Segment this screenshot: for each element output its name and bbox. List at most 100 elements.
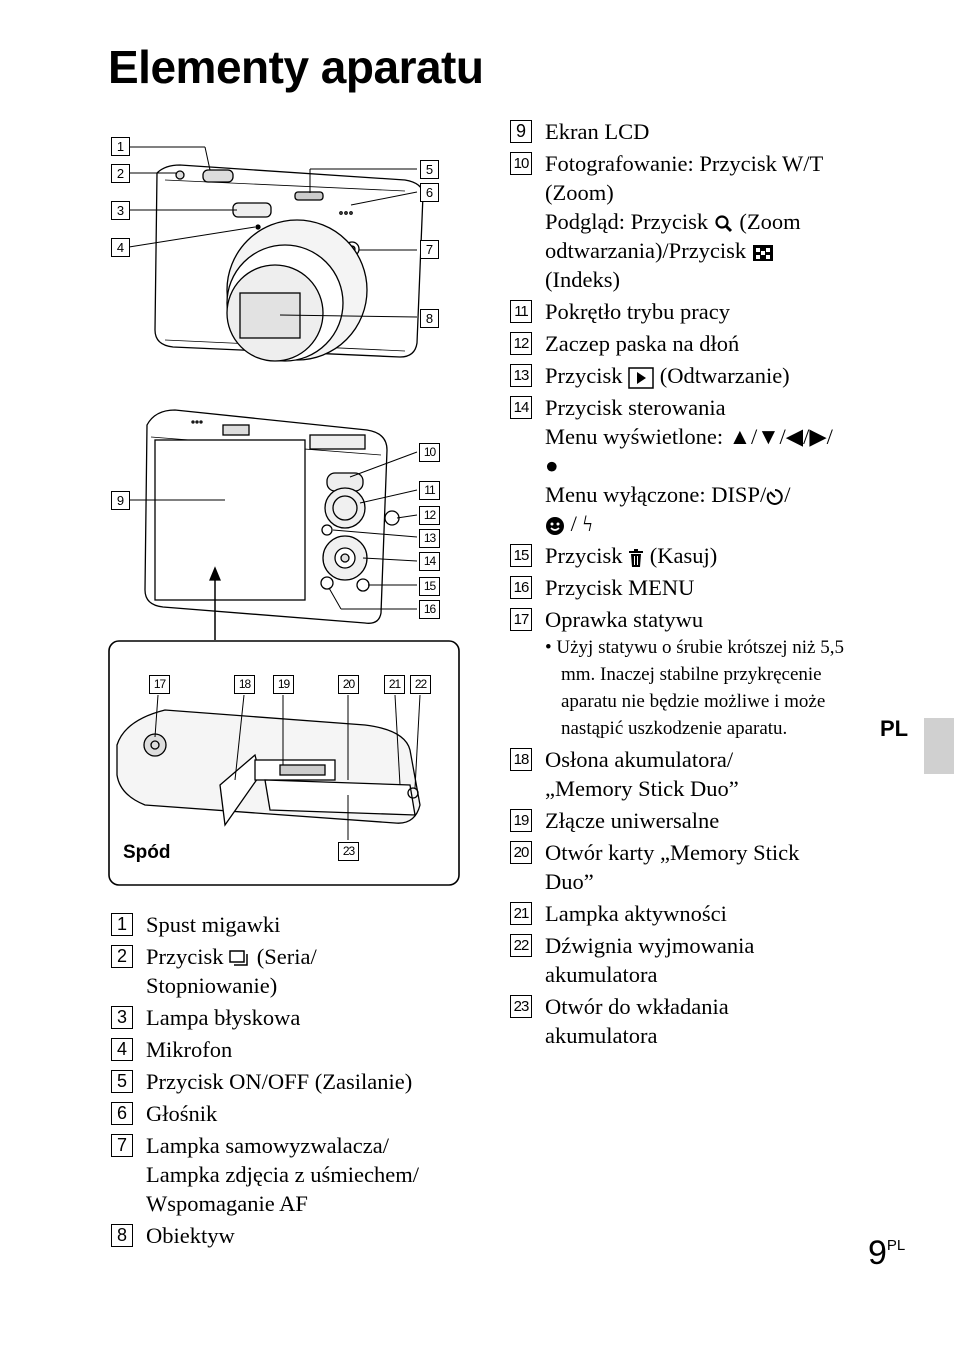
item-text: Menu wyświetlone: ▲/▼/◀/▶/ xyxy=(545,424,833,449)
item-text: akumulatora xyxy=(545,1023,658,1048)
list-item: 1 Spust migawki xyxy=(111,910,471,939)
item-number: 22 xyxy=(510,934,532,957)
item-number: 2 xyxy=(111,945,133,968)
item-text: Zaczep paska na dłoń xyxy=(545,331,740,356)
item-number: 8 xyxy=(111,1224,133,1247)
list-item: 19 Złącze uniwersalne xyxy=(510,806,870,835)
list-item: 5 Przycisk ON/OFF (Zasilanie) xyxy=(111,1067,471,1096)
item-text: (Odtwarzanie) xyxy=(659,363,790,388)
list-item: 9 Ekran LCD xyxy=(510,117,870,146)
smile-icon xyxy=(546,516,564,535)
callout-2: 2 xyxy=(111,164,130,183)
page-number-suffix: PL xyxy=(886,1237,906,1254)
callout-19: 19 xyxy=(273,675,294,694)
page-number-value: 9 xyxy=(868,1234,887,1272)
self-timer-icon xyxy=(766,488,783,505)
callout-18: 18 xyxy=(234,675,255,694)
list-item: 11 Pokrętło trybu pracy xyxy=(510,297,870,326)
item-text: Przycisk MENU xyxy=(545,575,695,600)
item-number: 6 xyxy=(111,1102,133,1125)
item-text: Mikrofon xyxy=(146,1037,233,1062)
parts-list-left: 1 Spust migawki 2 Przycisk (Seria/ Stopn… xyxy=(111,910,471,1253)
item-number: 11 xyxy=(510,300,532,323)
list-item: 4 Mikrofon xyxy=(111,1035,471,1064)
item-number: 10 xyxy=(510,152,532,175)
item-number: 18 xyxy=(510,748,532,771)
list-item: 21 Lampka aktywności xyxy=(510,899,870,928)
list-item: 22 Dźwignia wyjmowania akumulatora xyxy=(510,931,870,989)
item-number: 17 xyxy=(510,608,532,631)
item-number: 4 xyxy=(111,1038,133,1061)
list-item: 23 Otwór do wkładania akumulatora xyxy=(510,992,870,1050)
burst-icon xyxy=(229,950,248,966)
list-item: 17 Oprawka statywu • Użyj statywu o śrub… xyxy=(510,605,870,742)
callout-20: 20 xyxy=(338,675,359,694)
item-text: Duo” xyxy=(545,869,594,894)
trash-icon xyxy=(629,548,644,567)
item-text: Przycisk xyxy=(545,543,623,568)
item-text: Stopniowanie) xyxy=(146,973,278,998)
item-number: 9 xyxy=(510,120,532,143)
item-number: 7 xyxy=(111,1134,133,1157)
item-number: 5 xyxy=(111,1070,133,1093)
index-grid-icon xyxy=(752,244,773,261)
item-text: / ϟ xyxy=(570,511,593,536)
item-number: 3 xyxy=(111,1006,133,1029)
item-text: Lampka zdjęcia z uśmiechem/ xyxy=(146,1162,419,1187)
item-number: 20 xyxy=(510,841,532,864)
list-item: 20 Otwór karty „Memory Stick Duo” xyxy=(510,838,870,896)
language-tab-label: PL xyxy=(880,716,909,741)
item-text: (Zoom) xyxy=(545,180,614,205)
item-text: Lampka samowyzwalacza/ xyxy=(146,1133,390,1158)
item-text: Spust migawki xyxy=(146,912,281,937)
item-number: 12 xyxy=(510,332,532,355)
item-text: Lampka aktywności xyxy=(545,901,727,926)
callout-3: 3 xyxy=(111,201,130,220)
callout-7: 7 xyxy=(420,240,439,259)
list-item: 16 Przycisk MENU xyxy=(510,573,870,602)
item-text: ● xyxy=(545,453,559,478)
item-number: 14 xyxy=(510,396,532,419)
list-item: 10 Fotografowanie: Przycisk W/T (Zoom) P… xyxy=(510,149,870,294)
item-text: akumulatora xyxy=(545,962,658,987)
callout-6: 6 xyxy=(420,183,439,202)
callout-4: 4 xyxy=(111,238,130,257)
item-text: Przycisk xyxy=(545,363,623,388)
page-title: Elementy aparatu xyxy=(108,41,484,93)
callout-12: 12 xyxy=(419,506,440,525)
callout-14: 14 xyxy=(419,552,440,571)
callout-16: 16 xyxy=(419,600,440,619)
item-text: Menu wyłączone: DISP/ xyxy=(545,482,767,507)
item-text: Przycisk ON/OFF (Zasilanie) xyxy=(146,1069,413,1094)
item-number: 19 xyxy=(510,809,532,832)
item-text: Osłona akumulatora/ xyxy=(545,747,734,772)
callout-9: 9 xyxy=(111,491,130,510)
item-text: Przycisk xyxy=(146,944,224,969)
item-number: 13 xyxy=(510,364,532,387)
item-text: Pokrętło trybu pracy xyxy=(545,299,730,324)
note-bullet: • Użyj statywu o śrubie krótszej niż 5,5… xyxy=(545,637,844,739)
item-text: (Zoom xyxy=(739,209,801,234)
playback-icon xyxy=(628,367,654,389)
list-item: 2 Przycisk (Seria/ Stopniowanie) xyxy=(111,942,471,1000)
item-text: Głośnik xyxy=(146,1101,218,1126)
callout-1: 1 xyxy=(111,137,130,156)
language-tab-marker xyxy=(924,718,954,774)
list-item: 3 Lampa błyskowa xyxy=(111,1003,471,1032)
item-text: „Memory Stick Duo” xyxy=(545,776,739,801)
list-item: 14 Przycisk sterowania Menu wyświetlone:… xyxy=(510,393,870,538)
list-item: 6 Głośnik xyxy=(111,1099,471,1128)
item-number: 16 xyxy=(510,576,532,599)
callout-11: 11 xyxy=(419,481,440,500)
item-text: Złącze uniwersalne xyxy=(545,808,720,833)
list-item: 12 Zaczep paska na dłoń xyxy=(510,329,870,358)
item-text: Otwór do wkładania xyxy=(545,994,729,1019)
list-item: 13 Przycisk (Odtwarzanie) xyxy=(510,361,870,390)
callout-23: 23 xyxy=(338,842,359,861)
item-text: (Seria/ xyxy=(256,944,317,969)
item-text: Oprawka statywu xyxy=(545,607,704,632)
item-number: 1 xyxy=(111,913,133,936)
item-number: 15 xyxy=(510,544,532,567)
zoom-magnifier-icon xyxy=(715,215,732,232)
page-number: 9PL xyxy=(868,1234,905,1273)
